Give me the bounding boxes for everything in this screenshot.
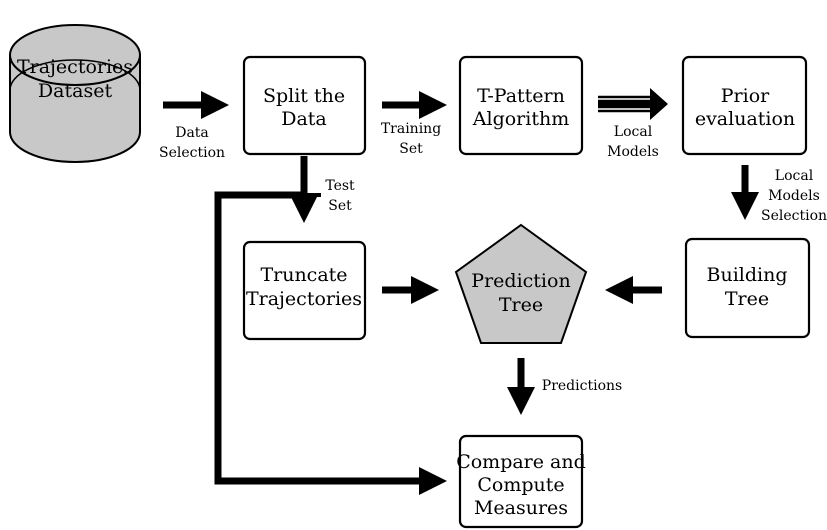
local-models-line-2: Models — [607, 144, 659, 160]
arrow-split-to-truncate — [287, 156, 321, 223]
building-label-line-2: Tree — [725, 288, 769, 310]
arrow-test-set-to-compare — [214, 191, 447, 495]
arrow-tpattern-to-prior — [598, 88, 668, 120]
building-tree-node: Building Tree — [684, 237, 811, 339]
edge-label-local-models-selection: Local Models Selection — [761, 168, 827, 224]
dataset-label-line-1: Trajectories — [17, 56, 133, 78]
local-models-selection-line-1: Local — [775, 168, 814, 184]
compare-measures-node: Compare and Compute Measures — [456, 434, 586, 529]
test-set-line-1: Test — [325, 178, 355, 194]
compare-label-line-2: Compute — [477, 474, 564, 496]
prior-label-line-1: Prior — [721, 85, 770, 107]
data-selection-line-2: Selection — [159, 145, 225, 161]
prior-evaluation-node: Prior evaluation — [681, 55, 808, 156]
training-set-line-1: Training — [381, 121, 441, 137]
prediction-tree-node: Prediction Tree — [454, 223, 588, 344]
dataset-label-line-2: Dataset — [38, 80, 113, 102]
edge-label-local-models: Local Models — [607, 124, 659, 160]
test-set-line-2: Set — [328, 198, 352, 214]
compare-label-line-1: Compare and — [456, 451, 586, 473]
local-models-line-1: Local — [614, 124, 653, 140]
edge-label-training-set: Training Set — [381, 121, 441, 157]
compare-label-line-3: Measures — [474, 497, 568, 519]
building-label-line-1: Building — [707, 264, 788, 286]
prediction-label-line-2: Tree — [499, 294, 543, 316]
split-data-node: Split the Data — [242, 55, 367, 156]
truncate-label-line-1: Truncate — [260, 264, 347, 286]
prior-label-line-2: evaluation — [695, 108, 795, 130]
tpattern-label-line-2: Algorithm — [472, 108, 569, 130]
split-label-line-2: Data — [281, 108, 327, 130]
truncate-trajectories-node: Truncate Trajectories — [242, 240, 367, 341]
trajectories-dataset-node: Trajectories Dataset — [9, 24, 141, 163]
truncate-label-line-2: Trajectories — [246, 288, 362, 310]
edge-label-test-set: Test Set — [325, 178, 355, 214]
tpattern-algorithm-node: T-Pattern Algorithm — [458, 55, 584, 156]
local-models-selection-line-2: Models — [768, 188, 820, 204]
predictions-label: Predictions — [542, 378, 622, 394]
prediction-label-line-1: Prediction — [471, 270, 570, 292]
data-selection-line-1: Data — [175, 125, 209, 141]
edge-label-data-selection: Data Selection — [159, 125, 225, 161]
training-set-line-2: Set — [399, 141, 423, 157]
tpattern-label-line-1: T-Pattern — [477, 85, 565, 107]
local-models-selection-line-3: Selection — [761, 208, 827, 224]
split-label-line-1: Split the — [263, 85, 345, 107]
edge-label-predictions: Predictions — [542, 378, 622, 394]
